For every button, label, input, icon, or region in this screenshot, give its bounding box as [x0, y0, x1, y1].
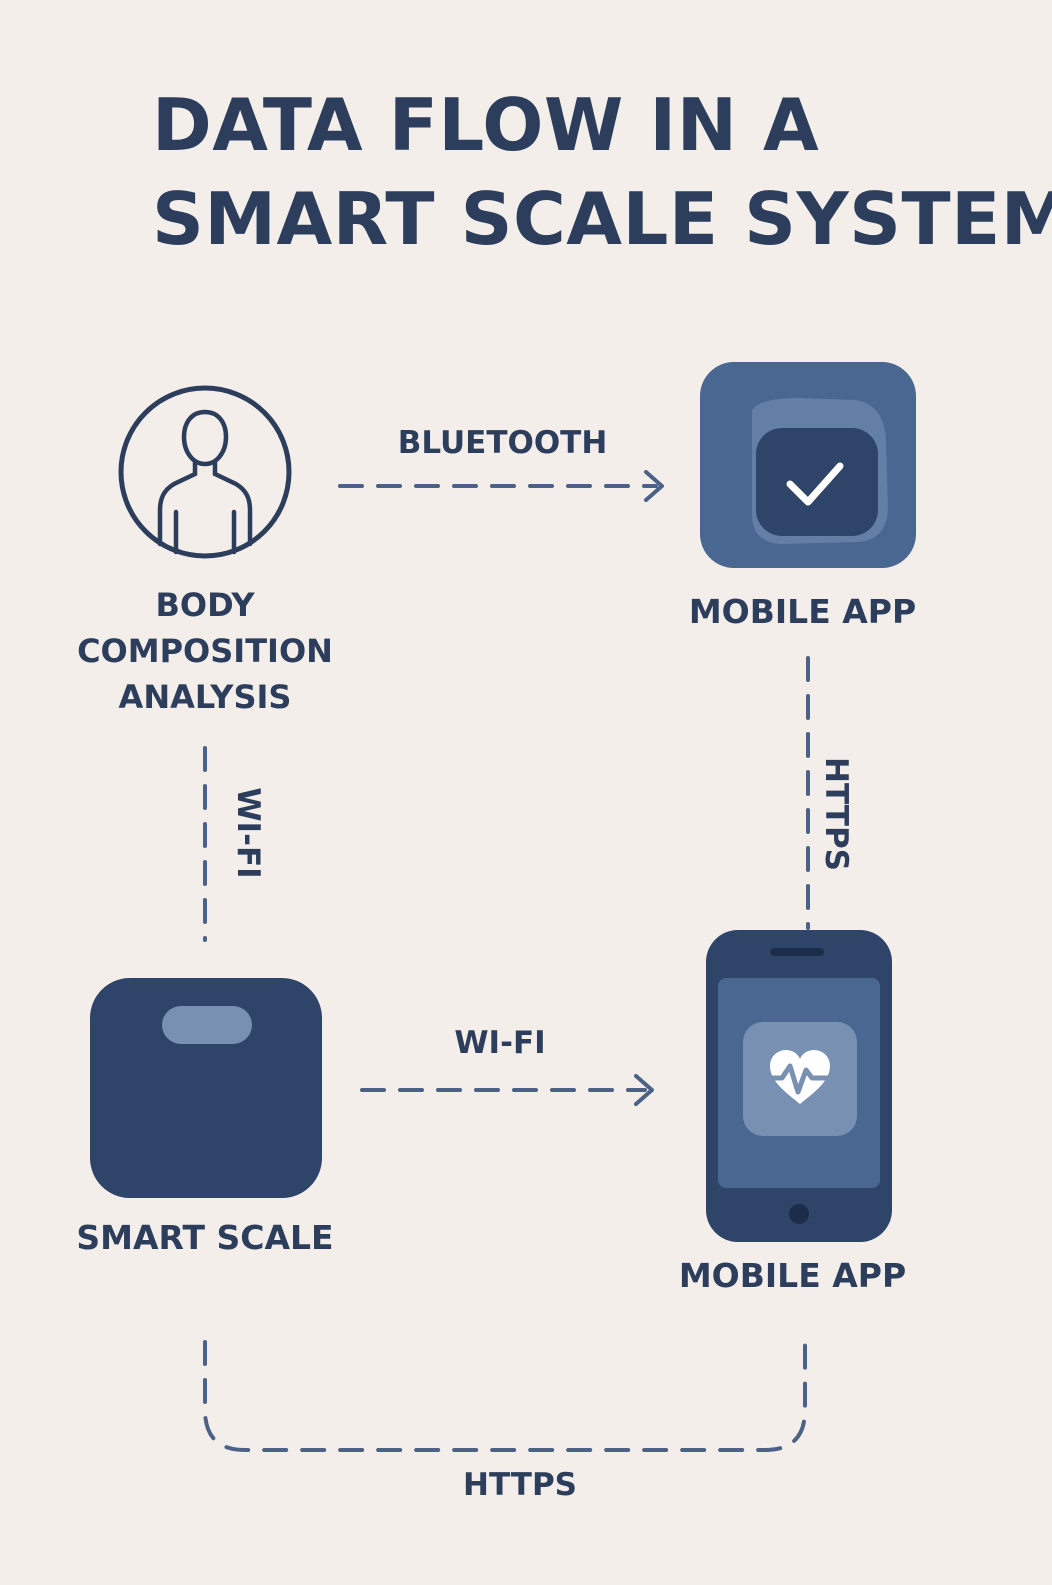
body-composition-label-line-1: BODY	[155, 586, 255, 624]
smart-scale-label: SMART SCALE	[76, 1218, 334, 1257]
arrowhead-bluetooth	[644, 470, 664, 502]
arrowhead-wifi	[634, 1074, 654, 1106]
flow-label-https-bottom: HTTPS	[463, 1467, 577, 1503]
connector-https-bottom-path	[203, 1340, 807, 1452]
connector-bluetooth	[338, 470, 664, 502]
flow-label-bluetooth: BLUETOOTH	[397, 425, 608, 461]
person-circle-icon	[118, 385, 292, 559]
mobile-app-top-label: MOBILE APP	[688, 592, 917, 631]
title-line-1: DATA FLOW IN A	[152, 83, 820, 167]
flow-label-wifi-horizontal: WI-FI	[454, 1025, 546, 1061]
title-line-2: SMART SCALE SYSTEM	[152, 177, 1052, 261]
mobile-app-bottom-label: MOBILE APP	[678, 1256, 907, 1295]
connector-https-bottom	[203, 1340, 807, 1452]
app-checkmark-icon	[700, 362, 916, 568]
connector-wifi-horizontal	[360, 1074, 654, 1106]
body-composition-label: BODY COMPOSITION ANALYSIS	[50, 582, 360, 720]
body-composition-label-line-3: ANALYSIS	[118, 678, 292, 716]
scale-icon	[90, 978, 322, 1198]
page-title: DATA FLOW IN A SMART SCALE SYSTEM	[152, 78, 1052, 266]
phone-heart-icon	[706, 930, 892, 1242]
flow-label-wifi-vertical: WI-FI	[230, 787, 266, 879]
body-composition-label-line-2: COMPOSITION	[77, 632, 333, 670]
flow-label-https-vertical: HTTPS	[818, 757, 854, 871]
